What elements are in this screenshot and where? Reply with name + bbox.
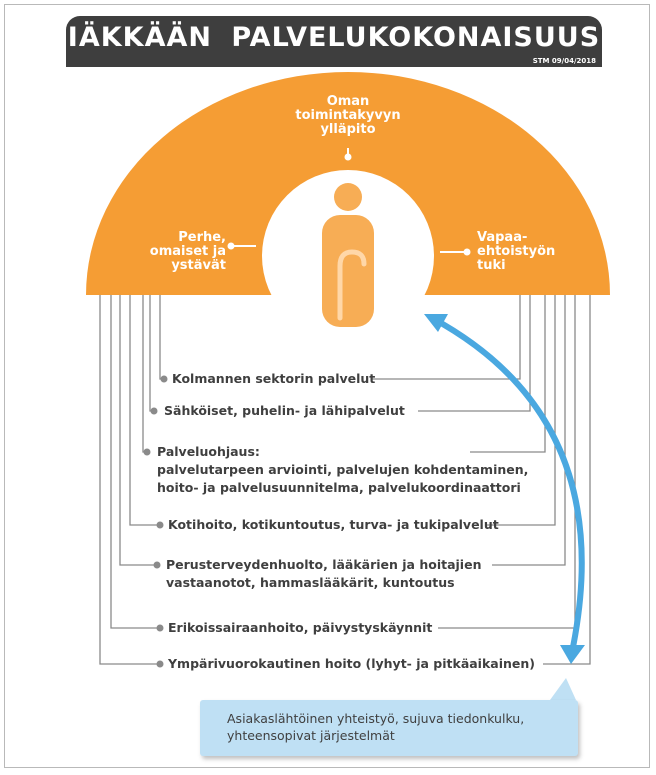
coordination-arrow <box>429 315 585 655</box>
service-item: Sähköiset, puhelin- ja lähipalvelut <box>164 402 405 420</box>
service-line: vastaanotot, hammaslääkärit, kuntoutus <box>166 575 455 590</box>
ring-label-right-line: ehtoistyön <box>477 244 556 259</box>
service-line: Kolmannen sektorin palvelut <box>172 371 376 386</box>
ring-label-left-line: omaiset ja <box>149 244 226 259</box>
ring-label-top-line: ylläpito <box>320 122 376 137</box>
arrow-head-top-icon <box>424 314 448 332</box>
header-bar: IÄKKÄÄN PALVELUKOKONAISUUS STM 09/04/201… <box>66 16 602 67</box>
service-line: hoito- ja palvelusuunnitelma, palvelukoo… <box>157 480 521 495</box>
document-code: STM 09/04/2018 <box>532 57 596 65</box>
service-bullets <box>143 375 168 668</box>
callout-line: Asiakaslähtöinen yhteistyö, sujuva tiedo… <box>227 711 525 726</box>
walking-cane-icon <box>337 249 367 321</box>
service-line: Perusterveydenhuolto, lääkärien ja hoita… <box>166 557 482 572</box>
service-line: Palveluohjaus: <box>157 444 260 459</box>
service-line: palvelutarpeen arviointi, palvelujen koh… <box>157 462 529 477</box>
left-bracket-lines <box>99 295 163 665</box>
ring-label-right-line: tuki <box>477 258 506 273</box>
service-item: Kolmannen sektorin palvelut <box>172 370 375 388</box>
service-line: Kotihoito, kotikuntoutus, turva- ja tuki… <box>168 517 499 532</box>
callout-pointer <box>550 678 576 700</box>
ring-label-left-line: ystävät <box>171 258 226 273</box>
service-line: Erikoissairaanhoito, päivystyskäynnit <box>168 620 433 635</box>
callout-box: Asiakaslähtöinen yhteistyö, sujuva tiedo… <box>200 700 578 756</box>
elderly-person-icon <box>322 183 374 327</box>
ring-label-left-line: Perhe, <box>178 230 226 245</box>
service-line: Sähköiset, puhelin- ja lähipalvelut <box>164 403 405 418</box>
arrow-head-bottom-icon <box>560 645 585 664</box>
ring-label-left: Perhe, omaiset ja ystävät <box>130 231 226 273</box>
service-item: Kotihoito, kotikuntoutus, turva- ja tuki… <box>168 516 499 534</box>
ring-label-right-line: Vapaa- <box>477 230 528 245</box>
ring-label-top-line: Oman <box>326 94 370 109</box>
callout-line: yhteensopivat järjestelmät <box>227 728 395 743</box>
ring-label-top: Oman toimintakyvyn ylläpito <box>288 95 408 137</box>
service-item: Perusterveydenhuolto, lääkärien ja hoita… <box>166 556 481 592</box>
service-item: Ympärivuorokautinen hoito (lyhyt- ja pit… <box>168 655 535 673</box>
ring-label-top-line: toimintakyvyn <box>295 108 401 123</box>
page-title: IÄKKÄÄN PALVELUKOKONAISUUS <box>67 22 601 53</box>
service-item: Erikoissairaanhoito, päivystyskäynnit <box>168 619 432 637</box>
callout-text: Asiakaslähtöinen yhteistyö, sujuva tiedo… <box>227 710 524 744</box>
service-line: Ympärivuorokautinen hoito (lyhyt- ja pit… <box>168 656 535 671</box>
ring-connectors <box>227 148 471 256</box>
service-item: Palveluohjaus: palvelutarpeen arviointi,… <box>157 443 528 497</box>
ring-label-right: Vapaa- ehtoistyön tuki <box>477 231 567 273</box>
right-bracket-lines <box>372 295 591 665</box>
